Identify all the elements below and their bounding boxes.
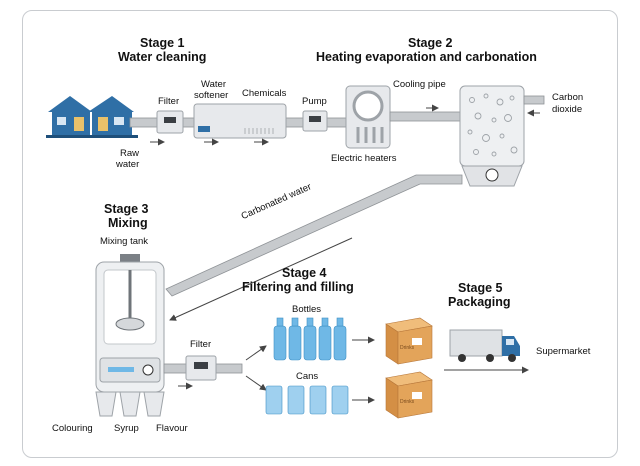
box-label-bottom: Drinks [400, 399, 415, 405]
filter-1-label: Filter [158, 96, 180, 107]
stage2-heading: Stage 2 [408, 36, 453, 50]
filter-2-icon [185, 355, 217, 381]
stage4-heading: Stage 4 [282, 266, 327, 280]
carbon-dioxide-label-line2: dioxide [552, 104, 583, 115]
bottles-group-icon [273, 317, 347, 361]
raw-water-label-line2: water [116, 159, 140, 170]
delivery-truck-icon [449, 329, 520, 362]
filter-2-label: Filter [190, 339, 212, 350]
syrup-label: Syrup [114, 423, 139, 434]
cans-label: Cans [296, 371, 319, 382]
stage1-heading: Stage 1 [140, 36, 185, 50]
raw-water-buildings-icon [46, 96, 138, 138]
flow-arrow [245, 345, 267, 361]
stage2-title: Heating evaporation and carbonation [316, 50, 537, 64]
cooling-pipe [389, 111, 463, 122]
carbonation-tank [459, 85, 525, 187]
stage4-title: Filtering and filling [242, 280, 354, 294]
stage3-heading: Stage 3 [104, 202, 149, 216]
stage1-title: Water cleaning [118, 50, 207, 64]
filter-1-icon [156, 110, 184, 134]
cans-group-icon [265, 385, 349, 415]
mixing-tank-label: Mixing tank [100, 236, 149, 247]
flow-arrow [169, 237, 353, 321]
pump-label: Pump [302, 96, 327, 107]
cooling-pipe-label: Cooling pipe [393, 79, 446, 90]
bottles-label: Bottles [292, 304, 322, 315]
drinks-box-top-icon [385, 317, 433, 365]
mixing-tank [95, 254, 165, 393]
carbonated-water-pipe [165, 174, 463, 297]
flow-arrow [245, 375, 267, 391]
carbon-dioxide-label: Carbon [552, 92, 584, 103]
stage3-title: Mixing [108, 216, 148, 230]
supermarket-label: Supermarket [536, 346, 591, 357]
raw-water-label: Raw [120, 148, 140, 159]
colouring-label: Colouring [52, 423, 93, 434]
stage5-heading: Stage 5 [458, 281, 503, 295]
electric-heaters-label: Electric heaters [331, 153, 397, 164]
drinks-box-bottom-icon [385, 371, 433, 419]
pump-icon [302, 110, 328, 132]
ingredient-hoppers [95, 391, 165, 417]
carbon-dioxide-pipe [523, 95, 545, 105]
water-softener-label: Water [201, 79, 226, 90]
box-label-top: Drinks [400, 345, 415, 351]
stage5-title: Packaging [448, 295, 511, 309]
electric-heater-unit [345, 85, 391, 149]
flavour-label: Flavour [156, 423, 188, 434]
water-softener-label-line2: softener [194, 90, 229, 101]
chemicals-label: Chemicals [242, 88, 287, 99]
water-softener-tank [193, 103, 287, 139]
